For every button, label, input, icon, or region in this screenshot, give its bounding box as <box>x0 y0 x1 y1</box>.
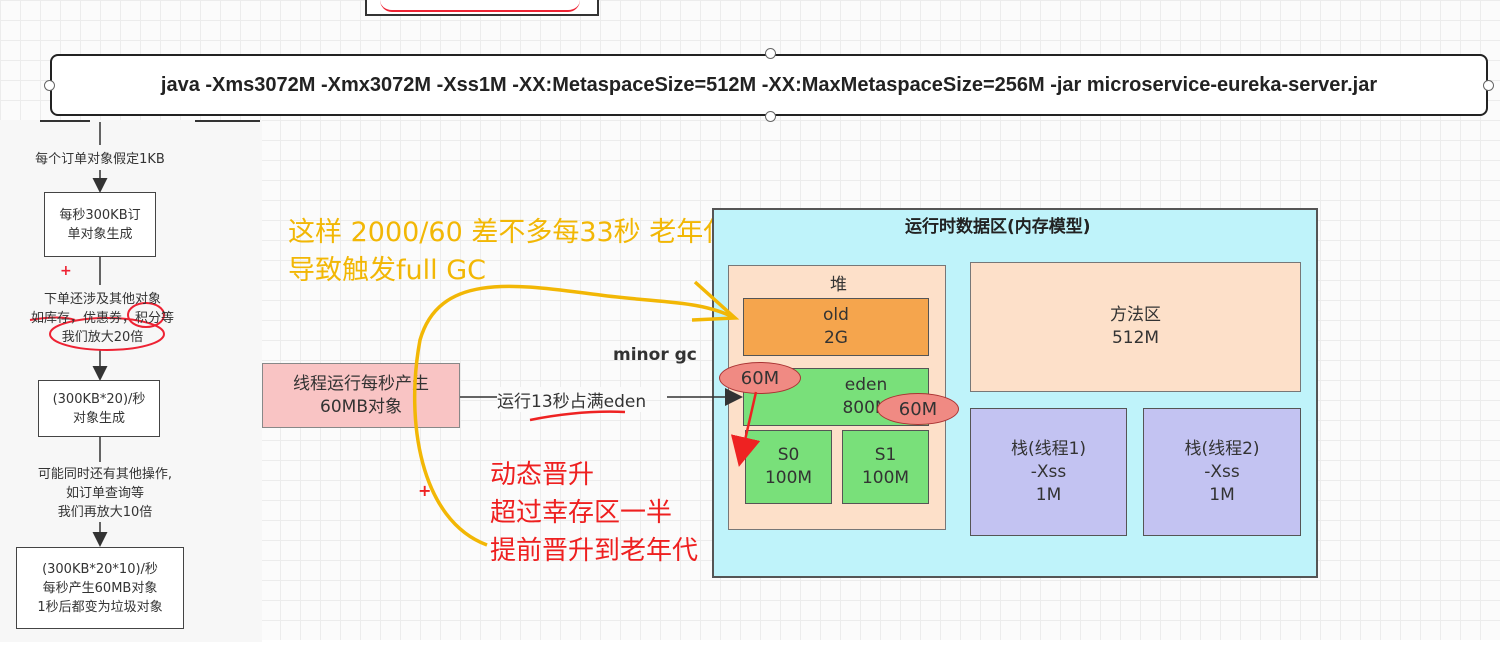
flow-label-2: 下单还涉及其他对象 如库存，优惠券，积分等 我们放大20倍 <box>30 292 174 345</box>
flow-box-3-text: (300KB*20*10)/秒 每秒产生60MB对象 1秒后都变为垃圾对象 <box>37 561 163 615</box>
resize-handle-bottom[interactable] <box>765 111 776 122</box>
arrow-label: 运行13秒占满eden <box>497 387 647 412</box>
bubble-60m-left: 60M <box>719 362 801 394</box>
method-area-box[interactable]: 方法区 512M <box>970 262 1301 392</box>
flow-label-3: 可能同时还有其他操作, 如订单查询等 我们再放大10倍 <box>37 467 173 520</box>
resize-handle-right[interactable] <box>1483 80 1494 91</box>
resize-handle-left[interactable] <box>44 80 55 91</box>
stack2-text: 栈(线程2) -Xss 1M <box>1184 438 1260 505</box>
flow-arrows <box>29 122 165 547</box>
survivor-s1-box[interactable]: S1 100M <box>842 430 929 504</box>
thread-box[interactable]: 线程运行每秒产生 60MB对象 <box>262 363 460 428</box>
flow-box-1[interactable]: 每秒300KB订 单对象生成 <box>44 192 156 257</box>
flow-label-1: 每个订单对象假定1KB <box>35 152 165 167</box>
flow-top-line-left <box>40 120 90 122</box>
s1-text: S1 100M <box>861 445 910 488</box>
svg-text:+: + <box>418 481 431 500</box>
flow-box-2-text: (300KB*20)/秒 对象生成 <box>52 391 146 426</box>
stack-thread1-box[interactable]: 栈(线程1) -Xss 1M <box>970 408 1127 536</box>
flow-box-2[interactable]: (300KB*20)/秒 对象生成 <box>38 380 160 437</box>
flow-box-1-text: 每秒300KB订 单对象生成 <box>59 207 141 242</box>
bubble-left-text: 60M <box>740 367 780 389</box>
runtime-title: 运行时数据区(内存模型) <box>905 217 1091 237</box>
stack1-text: 栈(线程1) -Xss 1M <box>1010 438 1087 505</box>
minor-gc-label: minor gc <box>613 345 697 365</box>
red-circle-scribble <box>49 317 165 351</box>
old-gen-text: old 2G <box>823 305 849 348</box>
bubble-right-text: 60M <box>898 398 938 420</box>
bubble-60m-right: 60M <box>877 393 959 425</box>
s0-text: S0 100M <box>764 445 813 488</box>
method-area-text: 方法区 512M <box>1110 305 1161 348</box>
jvm-command-text: java -Xms3072M -Xmx3072M -Xss1M -XX:Meta… <box>160 73 1378 96</box>
old-gen-box[interactable]: old 2G <box>743 298 929 356</box>
red-plus-mark: + <box>60 263 72 279</box>
red-scribble-top <box>380 0 580 12</box>
heap-label: 堆 <box>830 275 847 295</box>
flow-top-line-right <box>195 120 260 122</box>
thread-box-text: 线程运行每秒产生 60MB对象 <box>293 373 429 417</box>
bottom-strip <box>0 640 1500 661</box>
red-annotation: 动态晋升 超过幸存区一半 提前晋升到老年代 <box>490 460 699 566</box>
resize-handle-top[interactable] <box>765 48 776 59</box>
flow-box-3[interactable]: (300KB*20*10)/秒 每秒产生60MB对象 1秒后都变为垃圾对象 <box>16 547 184 629</box>
stack-thread2-box[interactable]: 栈(线程2) -Xss 1M <box>1143 408 1301 536</box>
